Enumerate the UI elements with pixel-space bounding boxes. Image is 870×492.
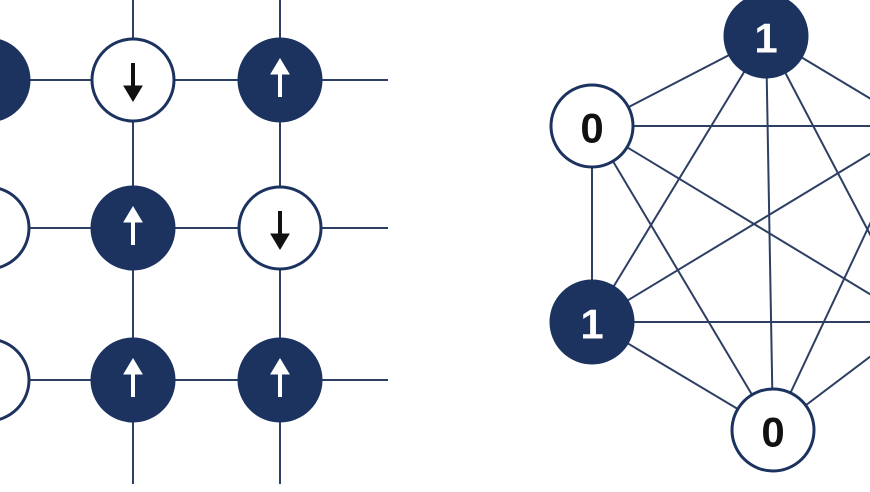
- graph-edge: [591, 152, 870, 323]
- spin-lattice: [0, 0, 388, 484]
- lattice-spin-site: [90, 37, 176, 123]
- lattice-spin-site: [237, 337, 323, 423]
- complete-graph: 101001: [549, 0, 870, 473]
- lattice-spin-site: [90, 185, 176, 271]
- lattice-nodes: [0, 37, 323, 423]
- lattice-spin-site: [237, 185, 323, 271]
- graph-node-label: 0: [580, 105, 603, 152]
- lattice-spin-site: [90, 337, 176, 423]
- arrow-up-icon: [270, 358, 290, 397]
- spin-down-site: [0, 187, 31, 269]
- graph-node: 1: [549, 279, 635, 365]
- graph-node-filled: [549, 279, 635, 365]
- arrow-down-icon: [123, 63, 143, 102]
- arrow-up-icon: [123, 206, 143, 245]
- graph-node: 1: [723, 0, 809, 79]
- lattice-spin-site: [0, 39, 31, 121]
- graph-edge: [765, 35, 870, 237]
- graph-node-label: 1: [580, 301, 603, 348]
- lattice-spin-site: [0, 339, 31, 421]
- spin-down-site: [0, 339, 31, 421]
- graph-node: 0: [549, 83, 635, 169]
- spin-up-site: [0, 39, 31, 121]
- graph-node: 0: [730, 387, 816, 473]
- arrow-up-icon: [123, 358, 143, 397]
- graph-node-filled: [723, 0, 809, 79]
- lattice-spin-site: [237, 37, 323, 123]
- graph-edges: [591, 35, 870, 431]
- graph-node-empty: [549, 83, 635, 169]
- graph-edge: [772, 221, 870, 431]
- arrow-down-icon: [270, 211, 290, 250]
- graph-node-label: 1: [754, 15, 777, 62]
- arrow-up-icon: [270, 58, 290, 97]
- lattice-edges: [0, 0, 388, 484]
- graph-nodes: 101001: [549, 0, 816, 473]
- graph-node-empty: [730, 387, 816, 473]
- lattice-spin-site: [0, 187, 31, 269]
- graph-node-label: 0: [761, 409, 784, 456]
- graph-edge: [591, 125, 774, 431]
